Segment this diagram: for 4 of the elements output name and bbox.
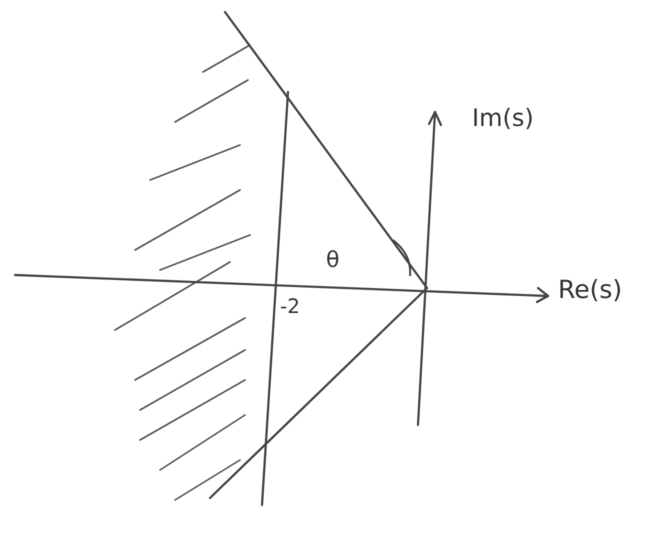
angle-label: θ: [326, 250, 340, 272]
axis-label: Re(s): [558, 277, 622, 302]
tick-label: -2: [280, 296, 300, 316]
axis-label: Im(s): [472, 106, 534, 130]
